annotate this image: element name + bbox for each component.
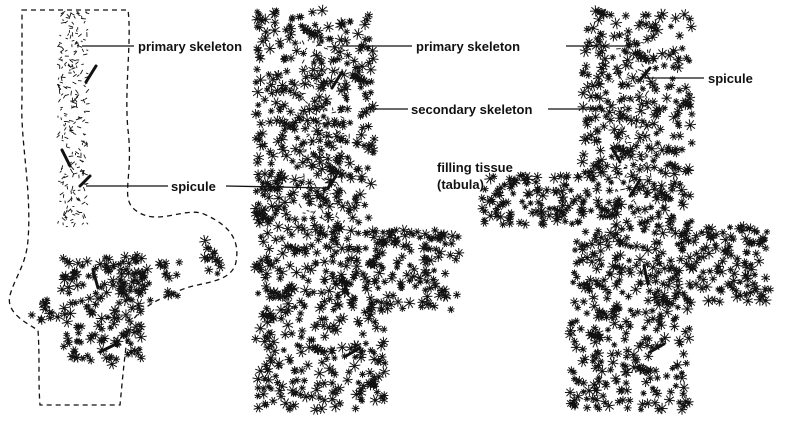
spicule-mark — [340, 274, 350, 296]
spicule-mark — [330, 70, 344, 90]
base-texture-right — [564, 234, 695, 415]
stipple-texture — [676, 221, 774, 308]
left-figure — [8, 9, 238, 406]
base-texture-middle — [250, 234, 391, 415]
branch-skeleton-texture-left — [114, 258, 184, 307]
spicule-mark — [84, 64, 98, 84]
stipple-texture — [250, 4, 379, 245]
stipple-texture — [576, 5, 697, 246]
small-cluster-left-2 — [198, 234, 226, 277]
right-figure — [477, 5, 774, 415]
stipple-texture — [250, 234, 391, 415]
spicule-mark — [648, 342, 666, 354]
small-cluster-left-1 — [28, 296, 63, 325]
specimen-outline — [8, 9, 238, 406]
filling-tissue-texture — [477, 171, 591, 229]
stipple-texture — [477, 171, 591, 229]
label-tabula: (tabula) — [437, 177, 484, 192]
stipple-texture — [114, 258, 184, 307]
spicule-mark — [638, 66, 652, 82]
spicule-mark — [60, 148, 72, 168]
middle-figure — [86, 4, 465, 415]
spicule-mark — [642, 264, 650, 286]
spicule-mark — [326, 174, 338, 190]
label-filling-tissue: filling tissue — [437, 160, 513, 175]
spicule-mark — [610, 146, 622, 164]
leader-spicule-1b — [225, 185, 331, 189]
label-spicule-1: spicule — [171, 179, 216, 194]
branch-texture-right — [676, 221, 774, 308]
stipple-texture — [364, 224, 465, 315]
stipple-texture — [198, 234, 226, 277]
label-spicule-2: spicule — [708, 71, 753, 86]
spicule-mark — [628, 178, 642, 198]
stipple-texture — [564, 234, 695, 415]
trunk-texture-right — [576, 5, 697, 246]
spicule-mark — [91, 268, 100, 290]
stipple-texture — [28, 296, 63, 325]
primary-skeleton-texture-left — [56, 10, 90, 228]
spicule-mark — [98, 342, 118, 354]
trunk-texture-middle — [250, 4, 379, 245]
spicule-mark — [344, 346, 362, 358]
branch-texture-middle — [364, 224, 465, 315]
stipple-texture — [56, 10, 90, 228]
label-secondary-skeleton: secondary skeleton — [411, 102, 532, 117]
label-primary-skeleton-2: primary skeleton — [416, 39, 520, 54]
label-primary-skeleton-1: primary skeleton — [138, 39, 242, 54]
spicule-mark — [78, 174, 92, 188]
